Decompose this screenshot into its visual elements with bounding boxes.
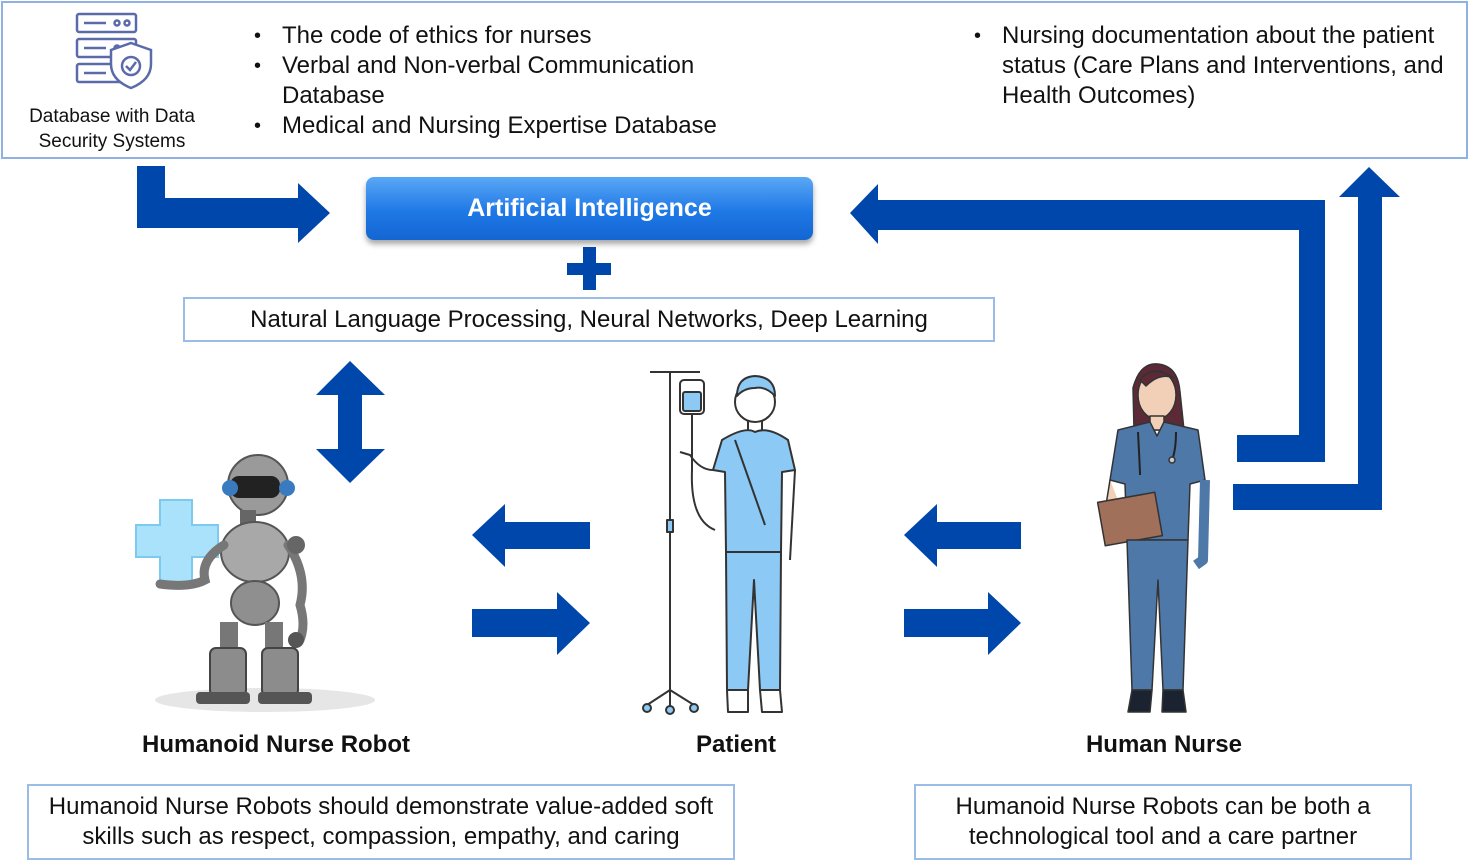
techniques-box: Natural Language Processing, Neural Netw… bbox=[183, 297, 995, 342]
database-label: Database with Data Security Systems bbox=[29, 106, 195, 152]
list-item: Nursing documentation about the patient … bbox=[972, 21, 1462, 111]
list-item: The code of ethics for nurses bbox=[252, 21, 772, 51]
flow-arrow-patient-to-robot bbox=[472, 504, 590, 567]
robot-note: Humanoid Nurse Robots should demonstrate… bbox=[27, 784, 735, 860]
server-shield-icon bbox=[75, 12, 153, 90]
data-sources-list-right: Nursing documentation about the patient … bbox=[972, 21, 1462, 111]
flow-arrow-ai-robot bbox=[316, 361, 385, 483]
plus-icon bbox=[567, 247, 611, 290]
ai-box: Artificial Intelligence bbox=[366, 177, 813, 240]
data-sources-list-left: The code of ethics for nurses Verbal and… bbox=[252, 21, 772, 141]
list-item: Verbal and Non-verbal Communication Data… bbox=[252, 51, 772, 111]
flow-arrow-robot-to-patient bbox=[472, 592, 590, 655]
nurse-note: Humanoid Nurse Robots can be both a tech… bbox=[914, 784, 1412, 860]
nurse-label: Human Nurse bbox=[1085, 731, 1243, 758]
nurse-illustration bbox=[1096, 363, 1210, 713]
flow-arrow-nurse-to-documentation bbox=[1233, 167, 1400, 510]
patient-label: Patient bbox=[695, 731, 776, 758]
robot-label: Humanoid Nurse Robot bbox=[142, 731, 410, 758]
patient-illustration bbox=[642, 371, 796, 715]
flow-arrow-database-to-ai bbox=[137, 166, 330, 243]
flow-arrow-nurse-to-patient bbox=[904, 504, 1021, 567]
list-item: Medical and Nursing Expertise Database bbox=[252, 111, 772, 141]
flow-arrow-nurse-to-ai bbox=[850, 184, 1325, 462]
data-sources-box bbox=[1, 1, 1468, 159]
flow-arrow-patient-to-nurse bbox=[904, 592, 1021, 655]
robot-illustration bbox=[135, 454, 375, 712]
